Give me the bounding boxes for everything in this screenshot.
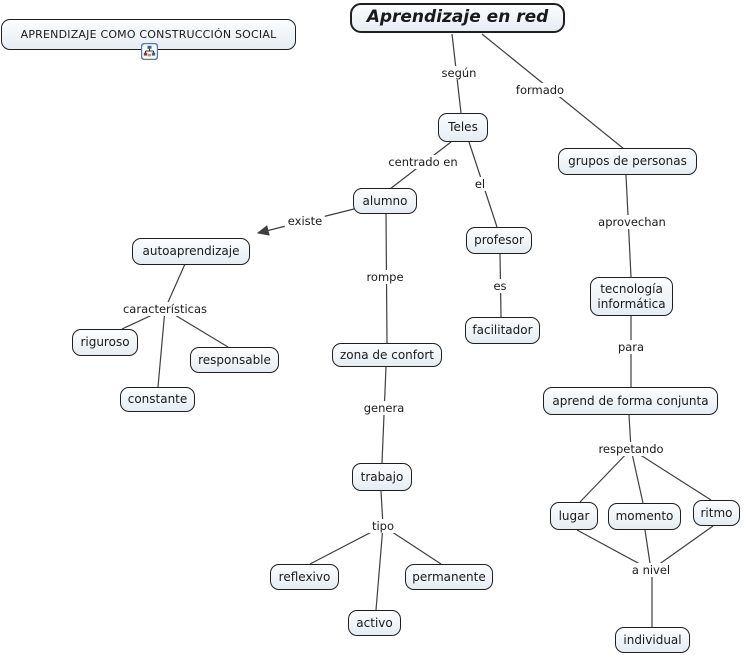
connector-line [650,525,714,571]
connector-line [630,448,712,501]
concept-facilitador[interactable]: facilitador [465,317,540,344]
concept-zona-de-confort[interactable]: zona de confort [332,343,442,367]
concept-tecnologia-informatica[interactable]: tecnología informática [590,277,673,316]
concept-momento[interactable]: momento [608,503,681,530]
connector-line [157,308,166,388]
link-label-rompe[interactable]: rompe [363,270,407,284]
connector-line [375,525,384,611]
connector-line [381,366,387,464]
concept-ritmo[interactable]: ritmo [693,500,740,526]
link-label-centrado-en[interactable]: centrado en [385,155,461,169]
concept-lugar[interactable]: lugar [550,502,598,530]
link-label-segun[interactable]: según [438,66,480,80]
link-label-genera[interactable]: genera [360,401,408,415]
concept-map-resource-icon[interactable] [140,42,159,61]
concept-riguroso[interactable]: riguroso [72,329,138,356]
connector-line [579,448,632,503]
link-label-aprovechan[interactable]: aprovechan [595,215,669,229]
concept-grupos-de-personas[interactable]: grupos de personas [558,148,697,175]
concept-aprendizaje-en-red[interactable]: Aprendizaje en red [350,3,565,33]
concept-responsable[interactable]: responsable [190,347,279,373]
concept-alumno[interactable]: alumno [353,188,417,214]
concept-trabajo[interactable]: trabajo [352,463,412,491]
concept-permanente[interactable]: permanente [405,564,493,590]
link-label-el[interactable]: el [471,177,489,191]
concept-reflexivo[interactable]: reflexivo [270,564,339,590]
link-label-a-nivel[interactable]: a nivel [628,563,674,577]
connector-line [630,448,644,504]
concept-constante[interactable]: constante [120,387,195,412]
link-label-es[interactable]: es [490,279,510,293]
link-label-formado[interactable]: formado [512,83,568,97]
concept-aprend-de-forma-conjunta[interactable]: aprend de forma conjunta [543,387,718,415]
link-label-para[interactable]: para [614,340,648,354]
concept-individual[interactable]: individual [615,627,690,653]
link-label-respetando[interactable]: respetando [595,442,667,456]
link-label-tipo[interactable]: tipo [368,519,398,533]
connector-line [164,263,186,310]
link-label-existe[interactable]: existe [284,214,326,228]
concept-teles[interactable]: Teles [438,113,488,142]
concept-activo[interactable]: activo [348,610,401,636]
concept-autoaprendizaje[interactable]: autoaprendizaje [132,238,250,265]
concept-profesor[interactable]: profesor [466,227,532,254]
link-label-caracteristicas[interactable]: características [119,302,211,316]
